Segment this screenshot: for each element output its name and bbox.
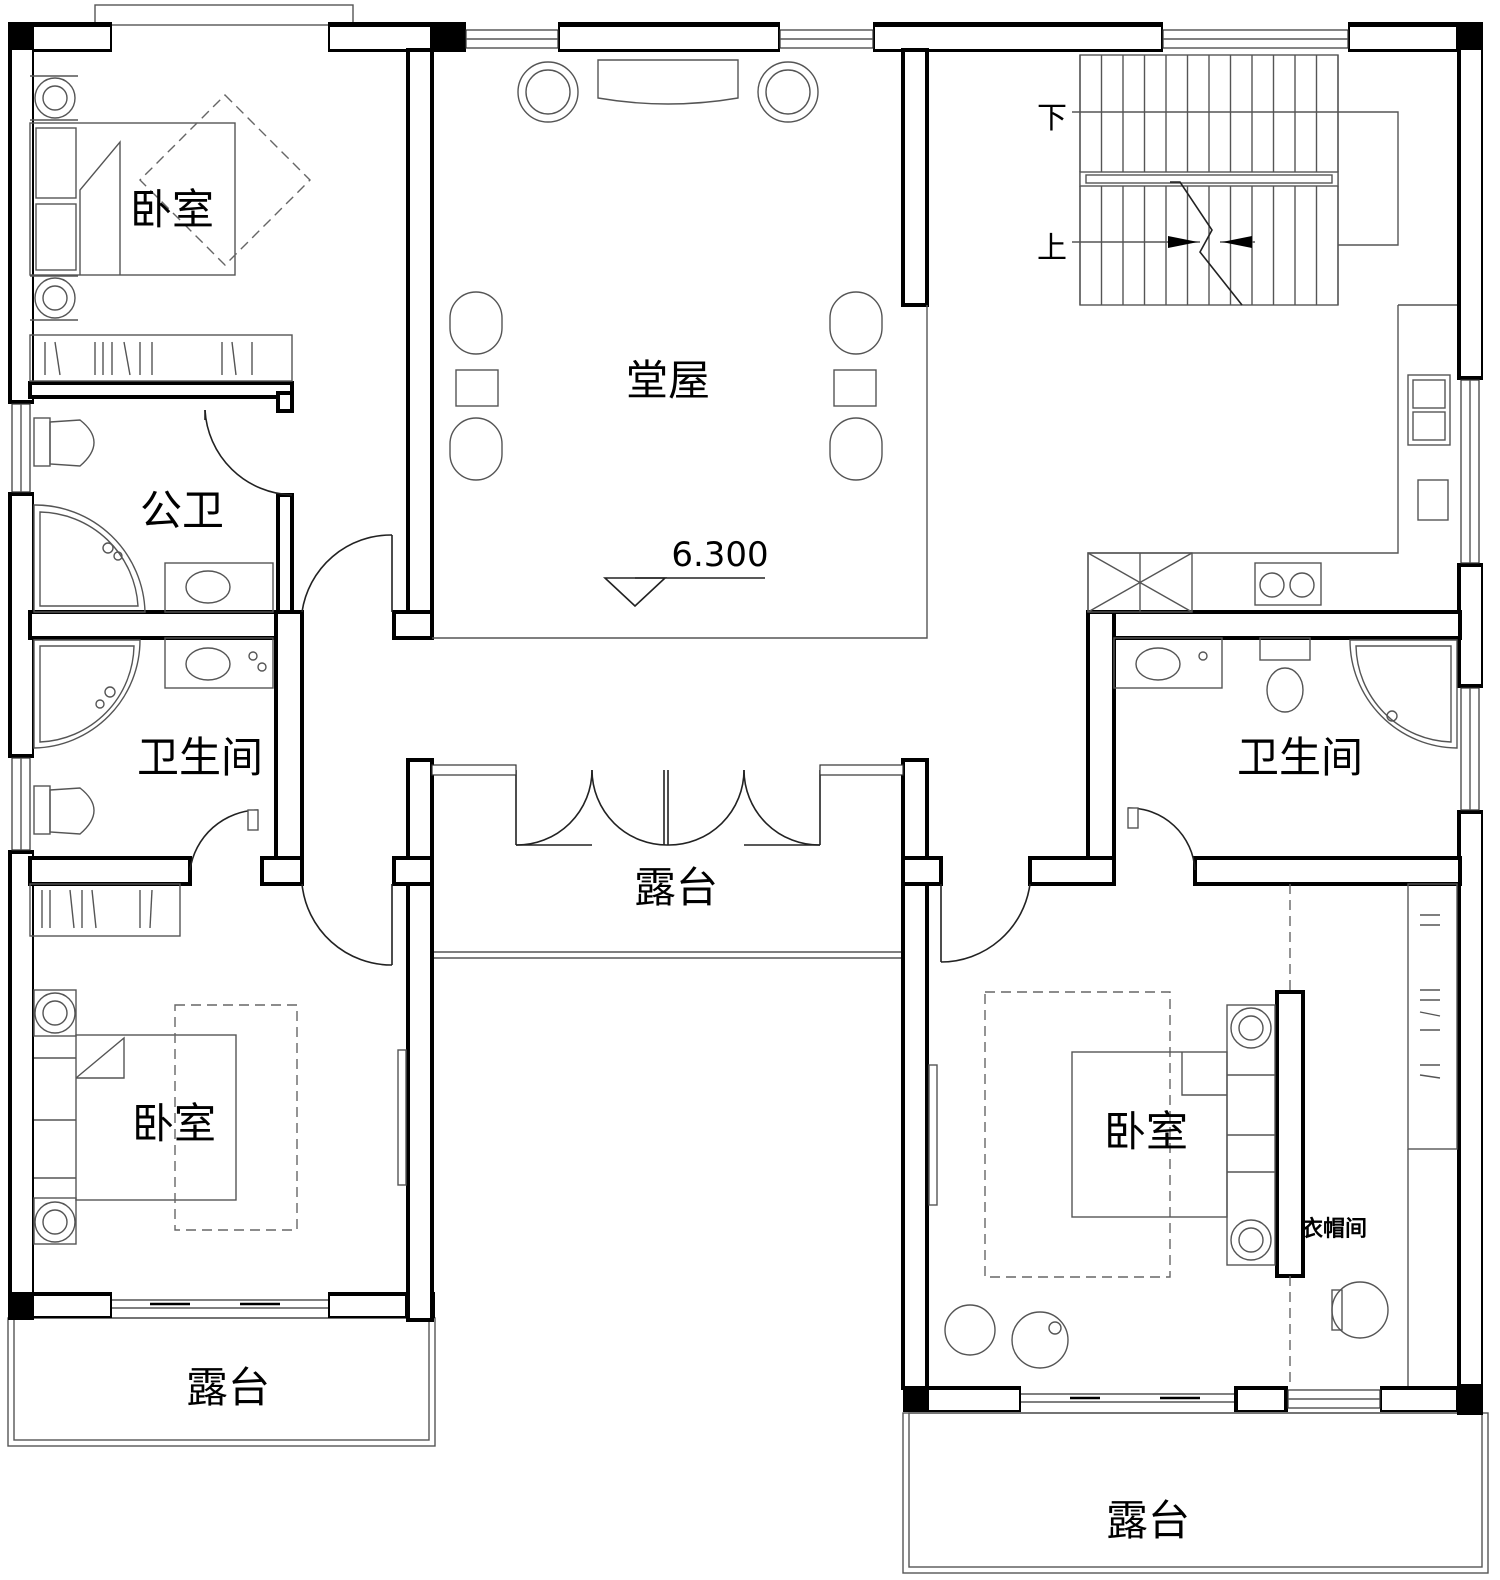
stair-break-line (1170, 181, 1243, 306)
stair-landing (1338, 111, 1399, 246)
bedroom-se-furniture (928, 883, 1458, 1386)
interior-walls (28, 48, 1462, 1390)
stair-arrowhead (1222, 236, 1252, 248)
staircase (1072, 54, 1399, 306)
room-label-bath-east: 卫生间 (1237, 733, 1363, 782)
west-bath-fixtures (33, 637, 274, 835)
stair-up-label: 上 (1037, 231, 1067, 266)
stair-handrail (1079, 171, 1339, 187)
room-label-terrace-sw: 露台 (186, 1363, 270, 1412)
room-label-terrace-center: 露台 (634, 863, 718, 912)
public-bath-fixtures (33, 417, 274, 613)
exterior-walls (8, 22, 1483, 1415)
elevation-marker (602, 577, 765, 608)
doors (189, 409, 1196, 966)
room-label-bedroom-nw: 卧室 (130, 185, 214, 234)
room-label-terrace-se: 露台 (1106, 1496, 1190, 1545)
kitchen-fixtures (1087, 304, 1457, 613)
stair-arrowhead (1168, 236, 1198, 248)
hall-outline (432, 305, 928, 639)
bedroom-nw-furniture (29, 75, 311, 382)
stair-down-label: 下 (1037, 101, 1067, 136)
windows (11, 29, 1480, 1409)
elevation-value: 6.300 (671, 535, 768, 575)
hall-furniture (449, 59, 883, 481)
room-label-hall: 堂屋 (626, 356, 710, 405)
room-label-bath-west: 卫生间 (137, 733, 263, 782)
terrace-outlines (7, 4, 1489, 1574)
room-label-public-bath: 公卫 (140, 486, 224, 535)
room-label-bedroom-sw: 卧室 (132, 1099, 216, 1148)
room-label-bedroom-se: 卧室 (1104, 1107, 1188, 1156)
east-bath-fixtures (1113, 637, 1458, 749)
stair-handrail-inner (1085, 174, 1333, 184)
bedroom-sw-furniture (29, 883, 407, 1245)
room-label-closet: 衣帽间 (1301, 1216, 1367, 1242)
